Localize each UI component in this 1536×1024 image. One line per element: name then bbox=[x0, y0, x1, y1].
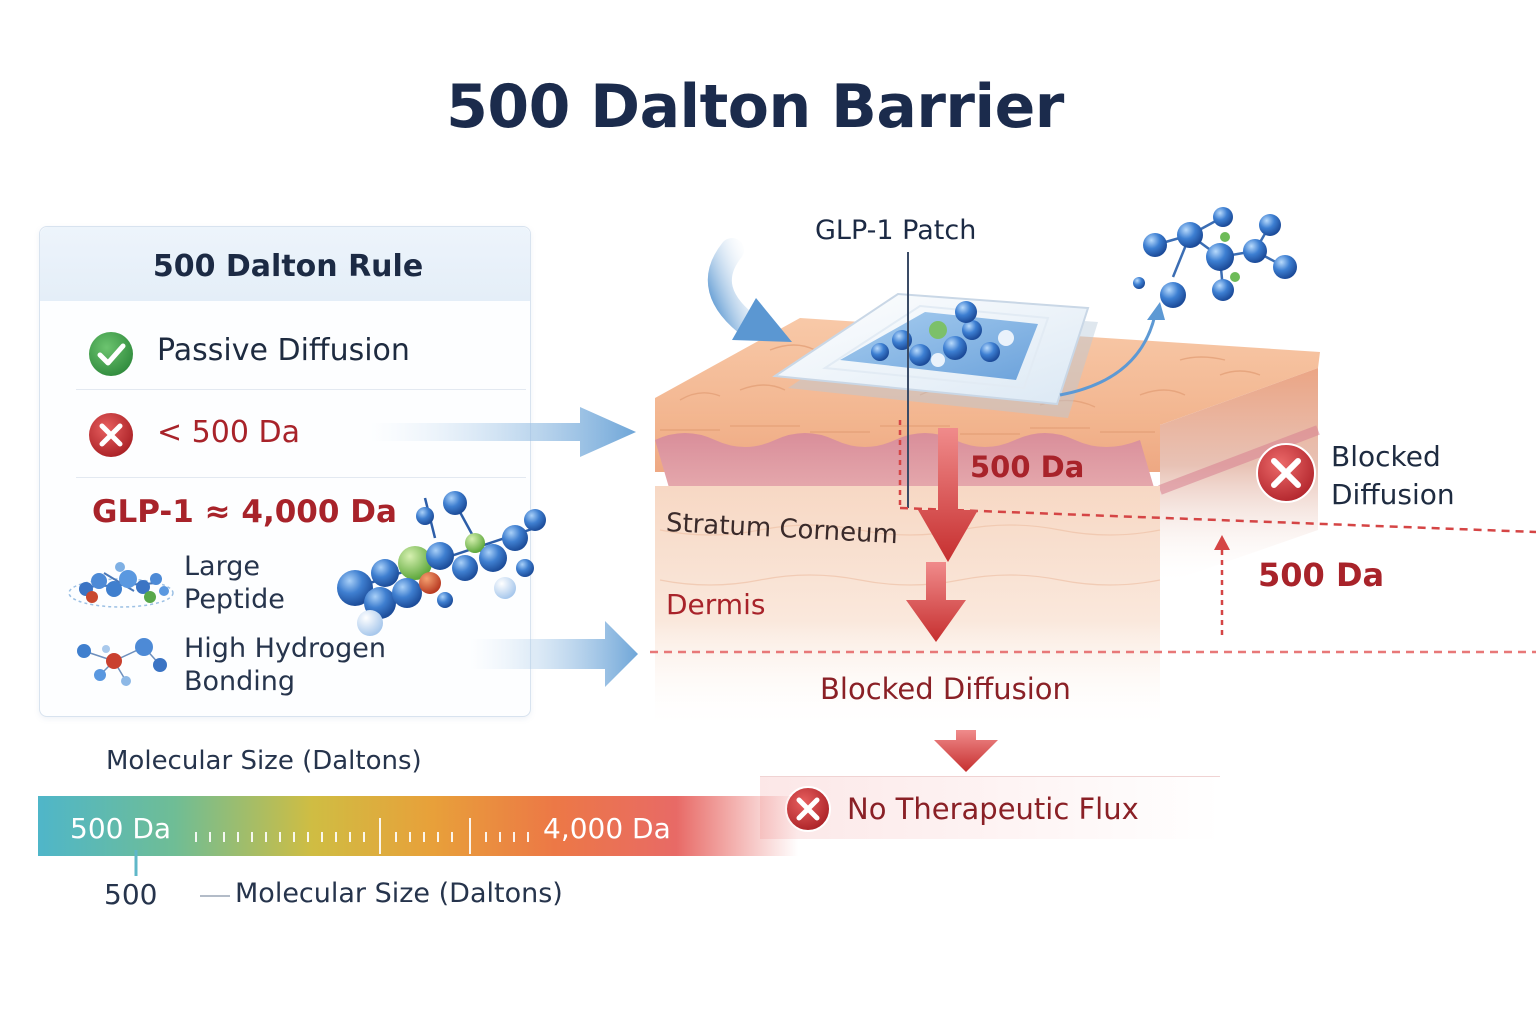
rule-panel-title: 500 Dalton Rule bbox=[152, 249, 424, 284]
glp1-molecule-cluster-icon bbox=[337, 491, 546, 636]
rule-panel-header bbox=[40, 227, 530, 301]
feature-hbond-line1: High Hydrogen bbox=[184, 633, 386, 664]
scale-left-value: 500 Da bbox=[70, 812, 172, 845]
arrow-to-skin-upper bbox=[370, 407, 636, 457]
check-icon bbox=[89, 332, 133, 376]
no-flux-band bbox=[760, 776, 1220, 839]
downward-arrow-bottom bbox=[934, 730, 998, 772]
blocked-diffusion-right-line2: Diffusion bbox=[1331, 478, 1455, 511]
rule-panel: 500 Dalton Rule Passive Diffusion < 500 … bbox=[39, 226, 531, 717]
blocked-diffusion-center: Blocked Diffusion bbox=[820, 672, 1071, 706]
patch-label: GLP-1 Patch bbox=[815, 215, 977, 246]
molecular-size-scale-bar bbox=[38, 796, 798, 856]
blocked-cross-icon bbox=[1256, 443, 1316, 503]
feature-hbond-line2: Bonding bbox=[184, 666, 296, 697]
passive-diffusion-label: Passive Diffusion bbox=[157, 333, 410, 368]
page-title: 500 Dalton Barrier bbox=[446, 72, 1064, 142]
scale-bottom-label: Molecular Size (Daltons) bbox=[235, 878, 563, 909]
scale-tick-value: 500 bbox=[104, 878, 158, 911]
threshold-label-center: 500 Da bbox=[970, 450, 1085, 484]
arrow-to-skin-lower bbox=[470, 621, 638, 687]
peptide-molecule-icon bbox=[68, 562, 174, 608]
feature-large-line1: Large bbox=[184, 551, 260, 582]
scale-tick-marker bbox=[134, 850, 138, 876]
skin-cross-section bbox=[650, 238, 1536, 772]
scale-top-label: Molecular Size (Daltons) bbox=[106, 746, 422, 776]
threshold-label-right: 500 Da bbox=[1258, 556, 1385, 594]
row-divider bbox=[76, 477, 526, 478]
scale-dash bbox=[200, 895, 230, 897]
blocked-diffusion-right-line1: Blocked bbox=[1331, 440, 1441, 473]
cross-icon bbox=[89, 413, 133, 457]
glp1-mass-label: GLP-1 ≈ 4,000 Da bbox=[92, 494, 397, 530]
downward-arrow-upper bbox=[918, 428, 978, 562]
apply-patch-arrow bbox=[732, 298, 792, 342]
feature-large-line2: Peptide bbox=[184, 584, 285, 615]
downward-arrow-lower bbox=[906, 562, 966, 642]
scale-right-value: 4,000 Da bbox=[543, 812, 671, 845]
no-therapeutic-flux-label: No Therapeutic Flux bbox=[847, 792, 1139, 826]
dermis-label: Dermis bbox=[666, 588, 766, 621]
panel-arrows bbox=[370, 407, 638, 687]
hydrogen-bond-molecule-icon bbox=[77, 638, 167, 686]
scale-ticks bbox=[195, 818, 529, 854]
escaping-molecule-icon bbox=[1133, 207, 1297, 308]
row-divider bbox=[76, 389, 526, 390]
under-500-da-label: < 500 Da bbox=[157, 415, 300, 450]
